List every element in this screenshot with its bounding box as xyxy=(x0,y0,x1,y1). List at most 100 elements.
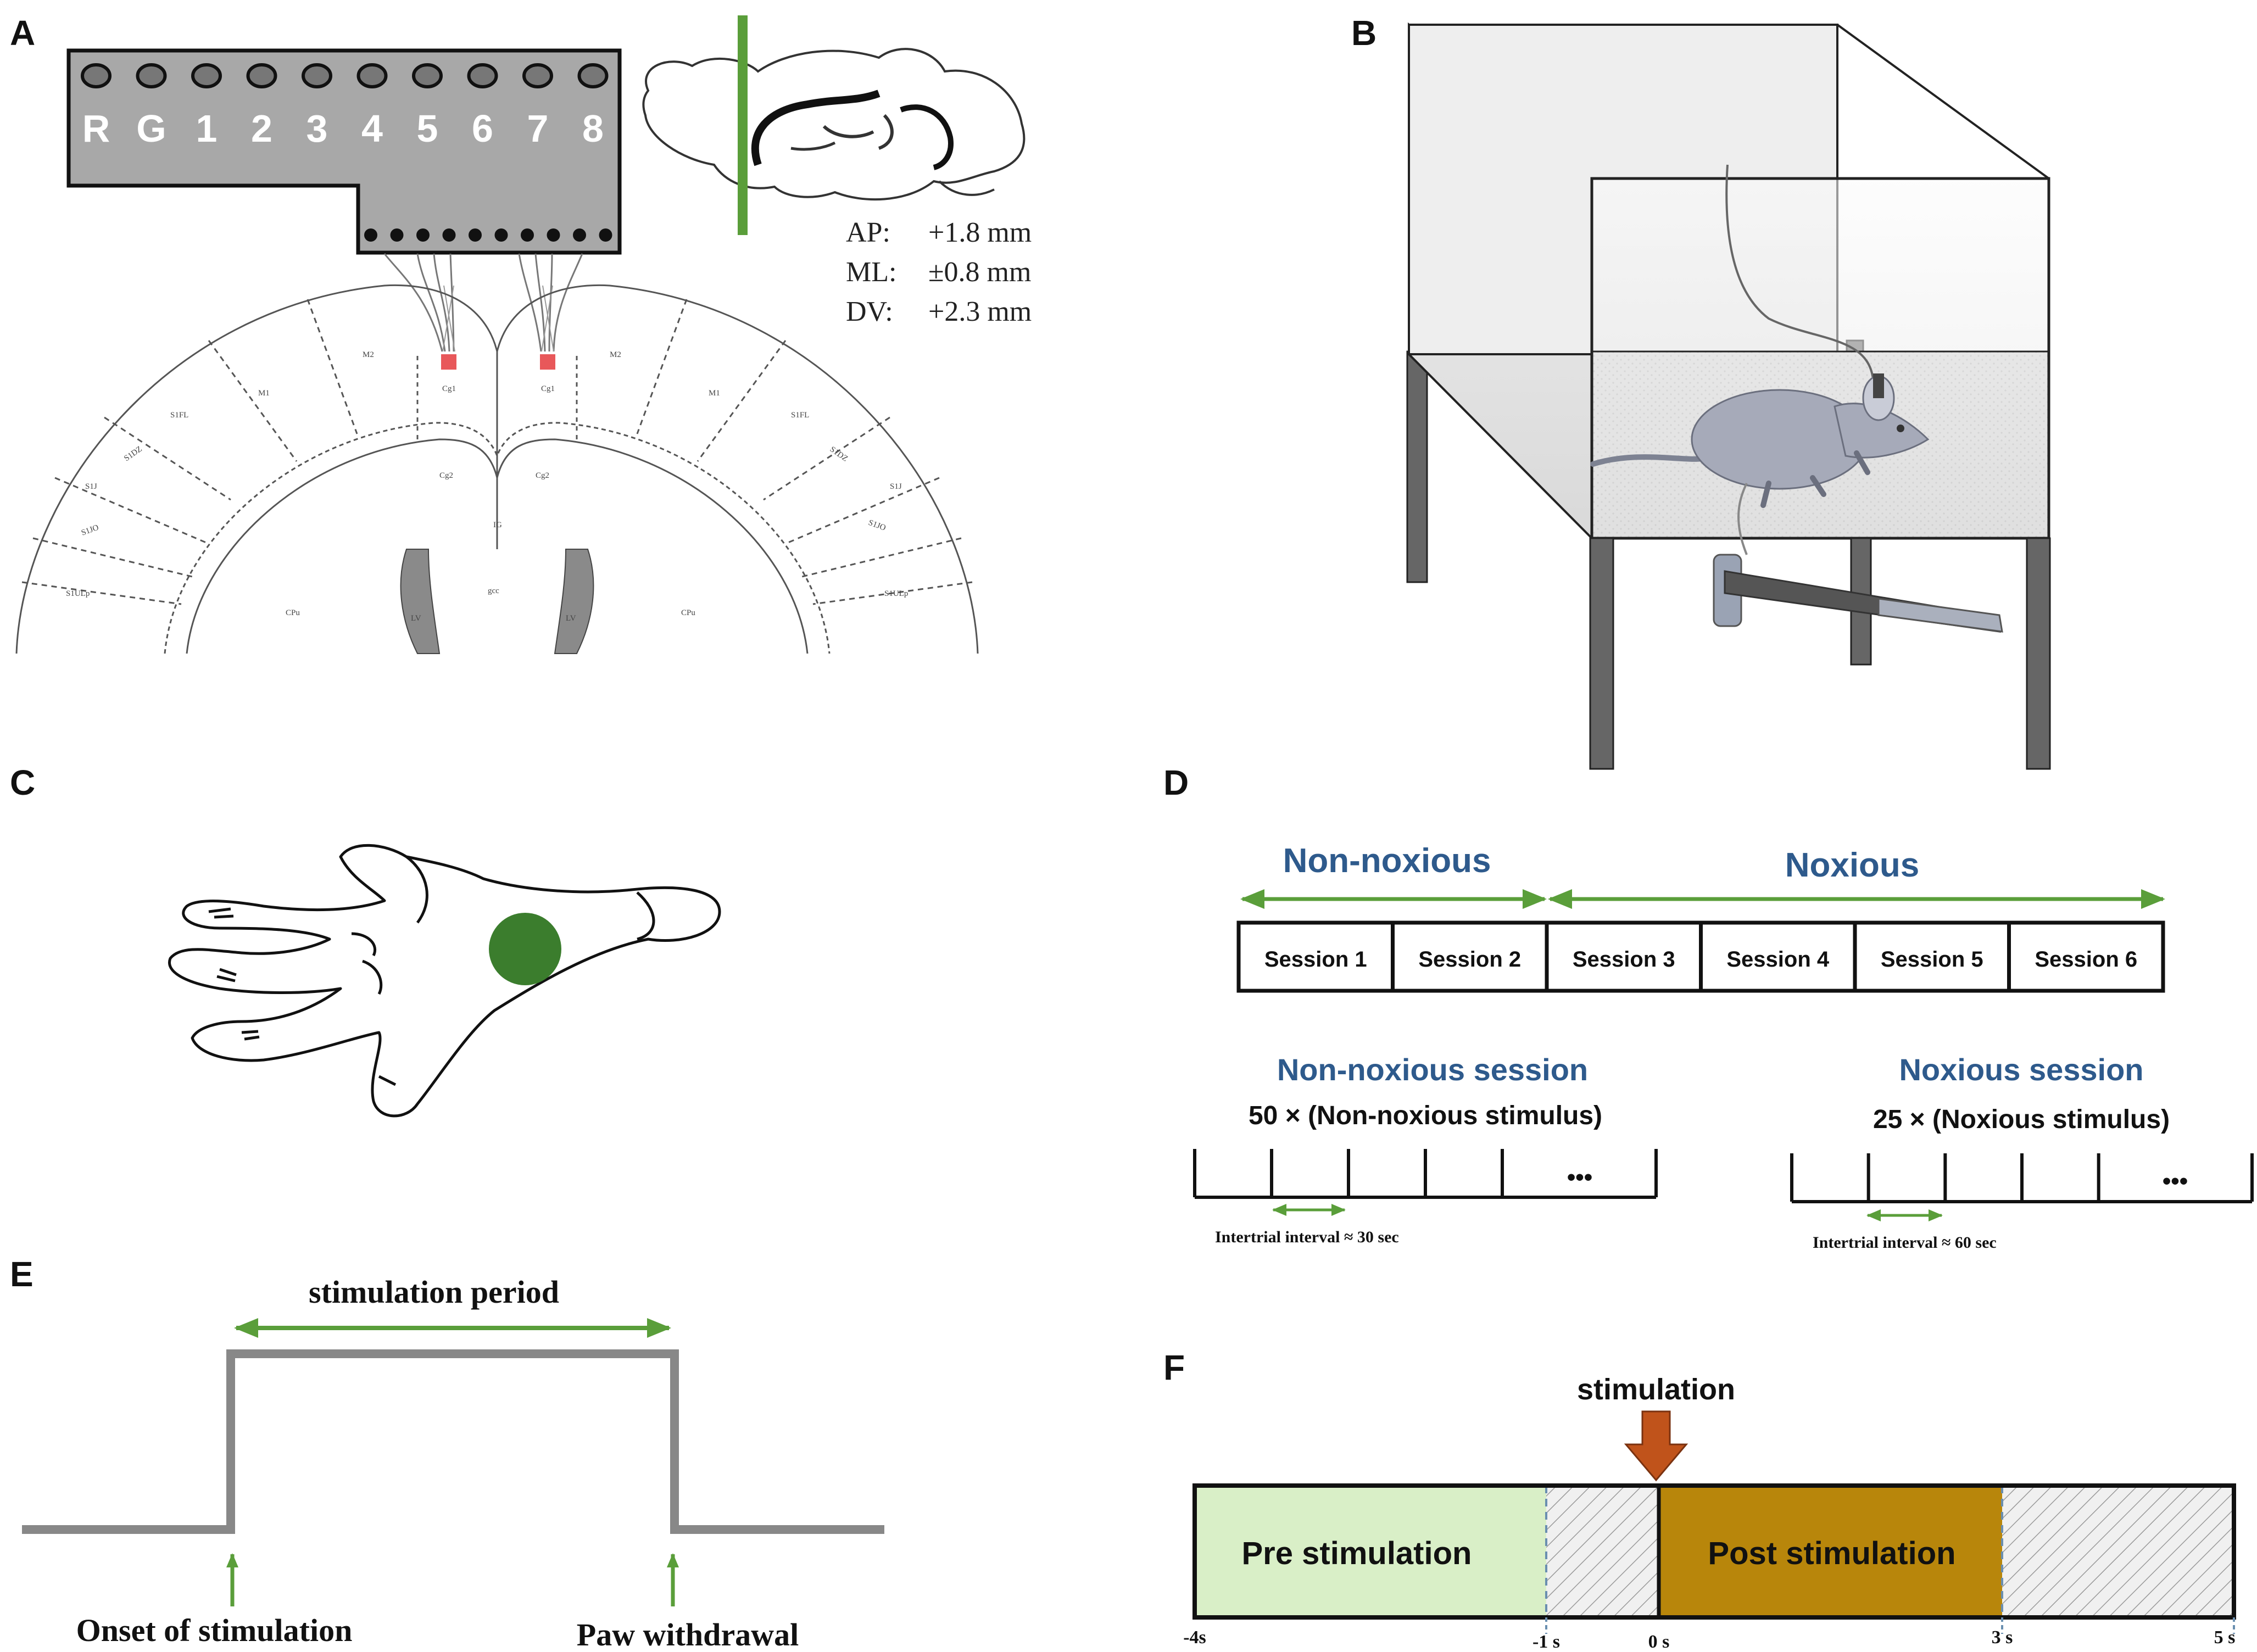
ventricle-left xyxy=(400,549,441,654)
ventricle-right xyxy=(554,549,594,654)
coord-dv-value: +2.3 mm xyxy=(928,296,1032,327)
pin-label: 3 xyxy=(306,107,328,150)
pin-hole xyxy=(467,63,498,88)
pin-label: 8 xyxy=(582,107,604,150)
coord-ap-value: +1.8 mm xyxy=(928,217,1032,248)
session-label: Session 3 xyxy=(1573,947,1675,972)
noxious-session-title: Noxious session xyxy=(1899,1052,2143,1087)
withdrawal-label: Paw withdrawal xyxy=(577,1617,799,1652)
pin-hole xyxy=(412,63,443,88)
rat-figure xyxy=(1590,373,1930,508)
atlas-label: M1 xyxy=(258,389,270,398)
non-noxious-session-title: Non-noxious session xyxy=(1277,1052,1588,1087)
atlas-label: M1 xyxy=(709,389,720,398)
rat-hindpaw-drawing xyxy=(168,844,721,1118)
bottom-pin xyxy=(416,228,430,242)
bottom-pin xyxy=(573,228,586,242)
noxious-interval-text: Intertrial interval ≈ 60 sec xyxy=(1813,1234,1997,1252)
non-noxious-trial-ticks xyxy=(1193,1149,1658,1199)
time-window-bar xyxy=(1192,1483,2236,1620)
atlas-label: CPu xyxy=(681,609,695,617)
atlas-label: LV xyxy=(566,614,576,623)
bottom-pin xyxy=(469,228,482,242)
atlas-label: Cg1 xyxy=(442,384,456,393)
recording-cable xyxy=(1725,164,1874,379)
pin-hole xyxy=(136,63,167,88)
pin-hole xyxy=(246,63,277,88)
stimulation-label: stimulation xyxy=(1577,1373,1735,1406)
coord-ap-name: AP: xyxy=(846,217,890,248)
panel-label-b: B xyxy=(1351,13,1377,53)
pin-label: G xyxy=(136,107,166,150)
connector-pin-holes xyxy=(81,63,609,88)
pre-stimulation-segment xyxy=(1195,1486,1546,1617)
tick-label: 3 s xyxy=(1992,1627,2013,1648)
atlas-label: S1ULp xyxy=(884,589,908,598)
atlas-label: Cg2 xyxy=(536,471,549,480)
bottom-pin xyxy=(547,228,560,242)
atlas-label: S1FL xyxy=(170,411,188,420)
atlas-label: S1FL xyxy=(791,411,809,420)
post-stimulation-segment xyxy=(1659,1486,2002,1617)
noxious-ellipsis: ••• xyxy=(2163,1168,2188,1195)
non-noxious-count: 50 × (Non-noxious stimulus) xyxy=(1249,1101,1602,1130)
session-box xyxy=(2007,920,2165,993)
atlas-label: S1JO xyxy=(867,518,887,533)
connector-bottom-pins xyxy=(364,228,612,242)
pin-hole xyxy=(81,63,112,88)
atlas-label: S1ULp xyxy=(66,589,90,598)
coord-ml-name: ML: xyxy=(846,256,896,288)
panel-label-a: A xyxy=(10,13,35,53)
stimulation-period-label: stimulation period xyxy=(309,1274,559,1310)
noxious-trial-ticks xyxy=(1790,1153,2254,1203)
atlas-label: IG xyxy=(493,521,502,529)
non-noxious-interval-text: Intertrial interval ≈ 30 sec xyxy=(1215,1228,1399,1246)
pre-gap-segment xyxy=(1546,1486,1659,1617)
non-noxious-ellipsis: ••• xyxy=(1567,1164,1592,1191)
panel-label-c: C xyxy=(10,763,35,802)
pin-label: 1 xyxy=(196,107,218,150)
stimulation-trace xyxy=(22,1349,884,1534)
stimulation-site-marker xyxy=(489,913,561,985)
atlas-label: S1DZ xyxy=(122,445,144,464)
session-label: Session 1 xyxy=(1264,947,1367,972)
von-frey-probe xyxy=(1713,483,2003,633)
pin-hole xyxy=(356,63,388,88)
electrode-tip-left xyxy=(441,354,456,370)
panel-label-e: E xyxy=(10,1254,34,1294)
atlas-region-labels: M1 M2 M2 M1 Cg1 Cg1 Cg2 Cg2 S1FL S1FL S1… xyxy=(66,350,908,623)
coord-dv-name: DV: xyxy=(846,296,893,327)
panel-e: E stimulation period Onset of stimulatio… xyxy=(10,1254,884,1652)
stereotaxic-coordinates: AP: +1.8 mm ML: ±0.8 mm DV: +2.3 mm xyxy=(846,217,1032,327)
pin-label: R xyxy=(82,107,110,150)
bottom-pin xyxy=(494,228,508,242)
bottom-pin xyxy=(442,228,456,242)
test-chamber xyxy=(1406,22,2051,770)
tick-label: 0 s xyxy=(1648,1632,1670,1652)
session-label: Session 4 xyxy=(1726,947,1830,972)
post-gap-segment xyxy=(2002,1486,2234,1617)
atlas-label: Cg2 xyxy=(439,471,453,480)
session-label: Session 5 xyxy=(1881,947,1983,972)
tick-label: -4s xyxy=(1183,1627,1206,1648)
session-box xyxy=(1699,920,1857,993)
post-stimulation-label: Post stimulation xyxy=(1708,1536,1955,1571)
tick-label: -1 s xyxy=(1532,1632,1560,1652)
atlas-label: LV xyxy=(411,614,421,623)
bottom-pin xyxy=(521,228,534,242)
bottom-pin xyxy=(364,228,377,242)
coord-ml-value: ±0.8 mm xyxy=(928,256,1031,288)
bottom-pin xyxy=(599,228,612,242)
atlas-label: CPu xyxy=(286,609,300,617)
phase-label-noxious: Noxious xyxy=(1785,846,1920,884)
panel-label-d: D xyxy=(1163,763,1189,802)
sagittal-brain-sketch xyxy=(642,48,1026,201)
atlas-label: S1DZ xyxy=(828,445,850,464)
panel-f: F stimulation Pre stimulation Post stimu… xyxy=(1163,1348,2236,1652)
atlas-label: S1J xyxy=(85,482,97,491)
